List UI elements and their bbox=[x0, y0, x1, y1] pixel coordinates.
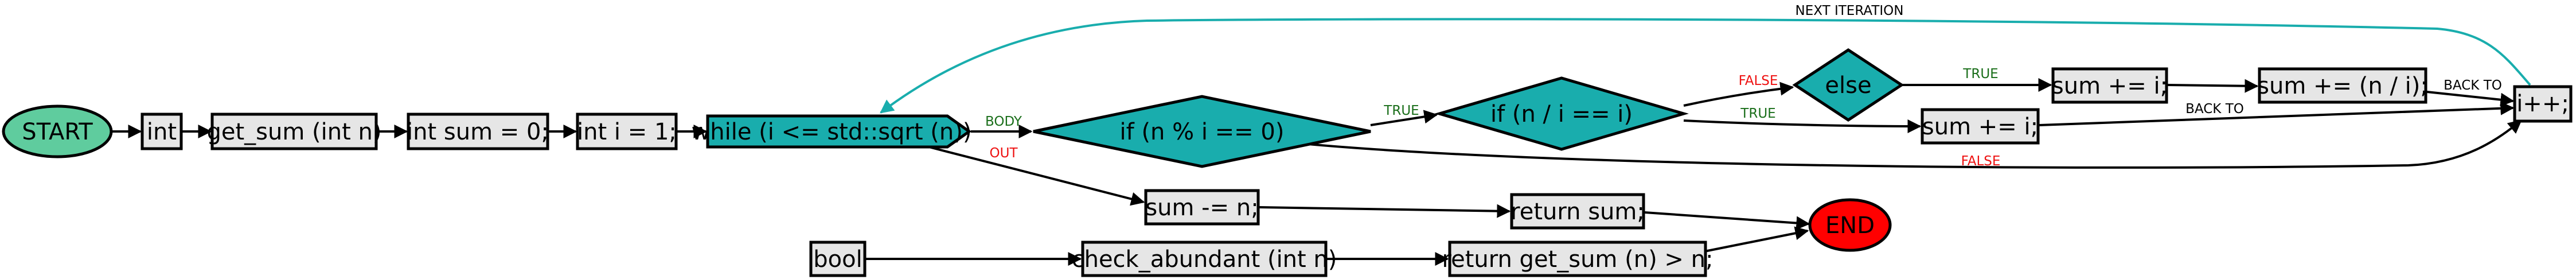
edge-ifmod-to-increment-false bbox=[1301, 119, 2522, 169]
if-div-label: if (n / i == i) bbox=[1490, 101, 1633, 127]
get-sum-label: get_sum (int n) bbox=[207, 119, 382, 145]
return-sum-label: return sum; bbox=[1511, 199, 1645, 225]
increment-label: i++; bbox=[2516, 91, 2569, 117]
if-mod-diamond bbox=[1033, 95, 1371, 168]
sum-add-div-node: sum += (n / i); bbox=[2257, 67, 2428, 104]
sum-add-i-mid-node: sum += i; bbox=[1921, 108, 2040, 145]
nodes: START int get_sum (int n) int sum = 0; i… bbox=[2, 48, 2573, 277]
edge-sumsubn-to-returnsum bbox=[1259, 204, 1511, 218]
label-false-div: FALSE bbox=[1739, 73, 1778, 88]
int-type-label: int bbox=[147, 119, 177, 145]
label-back-to-mid: BACK TO bbox=[2185, 102, 2244, 117]
if-div-node: if (n / i == i) bbox=[1434, 76, 1689, 151]
edge-ifdiv-to-sumaddi-mid bbox=[1683, 119, 1922, 133]
else-node: else bbox=[1792, 48, 1904, 122]
sum-add-div-box bbox=[2258, 67, 2427, 104]
while-loop-shape bbox=[706, 114, 972, 149]
i-init-box bbox=[576, 113, 678, 150]
int-type-box bbox=[140, 113, 183, 150]
return-cmp-label: return get_sum (n) > n; bbox=[1442, 246, 1714, 273]
check-abundant-box bbox=[1081, 241, 1328, 277]
edge-while-to-sumsubn bbox=[924, 145, 1145, 206]
end-label: END bbox=[1825, 212, 1875, 239]
label-true-mod: TRUE bbox=[1383, 103, 1419, 118]
start-node: START bbox=[2, 104, 113, 158]
get-sum-box bbox=[210, 113, 378, 150]
sum-add-i-mid-box bbox=[1921, 108, 2040, 145]
i-init-node: int i = 1; bbox=[576, 113, 678, 150]
end-ellipse bbox=[1808, 198, 1892, 252]
sum-add-i-mid-label: sum += i; bbox=[1922, 114, 2038, 140]
increment-node: i++; bbox=[2513, 85, 2573, 123]
if-mod-node: if (n % i == 0) bbox=[1033, 95, 1371, 168]
edge-returncmp-to-end bbox=[1704, 226, 1809, 253]
edge-sumaddi-mid-to-increment bbox=[2039, 101, 2515, 126]
get-sum-node: get_sum (int n) bbox=[207, 113, 382, 150]
edges bbox=[112, 18, 2531, 266]
start-label: START bbox=[22, 119, 93, 145]
label-out: OUT bbox=[990, 146, 1018, 161]
check-abundant-node: check_abundant (int n) bbox=[1072, 241, 1337, 277]
return-cmp-node: return get_sum (n) > n; bbox=[1442, 241, 1714, 277]
sum-sub-n-label: sum -= n; bbox=[1145, 195, 1258, 221]
start-ellipse bbox=[2, 104, 113, 158]
sum-add-i-top-box bbox=[2051, 67, 2168, 104]
sum-add-i-top-label: sum += i; bbox=[2052, 73, 2168, 99]
check-abundant-label: check_abundant (int n) bbox=[1072, 246, 1337, 273]
sum-sub-n-box bbox=[1144, 189, 1260, 226]
sum-init-node: int sum = 0; bbox=[407, 113, 549, 150]
increment-box bbox=[2513, 85, 2573, 123]
while-loop-label: while (i <= std::sqrt (n)) bbox=[692, 119, 972, 145]
bool-type-label: bool bbox=[813, 246, 862, 273]
edge-sumadddiv-to-increment bbox=[2426, 91, 2515, 107]
label-body: BODY bbox=[985, 114, 1022, 129]
end-node: END bbox=[1808, 198, 1892, 252]
edge-ifdiv-to-else bbox=[1683, 82, 1794, 107]
edge-returnsum-to-end bbox=[1644, 211, 1810, 230]
label-true-else: TRUE bbox=[1962, 67, 1998, 82]
sum-add-div-label: sum += (n / i); bbox=[2257, 73, 2428, 99]
edge-increment-to-while bbox=[880, 18, 2531, 114]
else-diamond bbox=[1792, 48, 1904, 122]
bool-type-box bbox=[809, 241, 867, 277]
return-sum-node: return sum; bbox=[1510, 193, 1645, 230]
while-loop-node: while (i <= std::sqrt (n)) bbox=[692, 114, 972, 149]
sum-add-i-top-node: sum += i; bbox=[2051, 67, 2168, 104]
edge-sumaddi-top-to-sumadddiv bbox=[2167, 79, 2259, 93]
label-back-to-top: BACK TO bbox=[2444, 78, 2502, 93]
int-type-node: int bbox=[140, 113, 183, 150]
if-mod-label: if (n % i == 0) bbox=[1120, 119, 1285, 145]
sum-sub-n-node: sum -= n; bbox=[1144, 189, 1260, 226]
i-init-label: int i = 1; bbox=[577, 119, 677, 145]
if-div-diamond bbox=[1434, 76, 1689, 151]
return-cmp-box bbox=[1448, 241, 1707, 277]
edge-labels: NEXT ITERATION BODY OUT TRUE FALSE TRUE … bbox=[985, 3, 2502, 169]
label-true-div: TRUE bbox=[1740, 106, 1775, 121]
sum-init-label: int sum = 0; bbox=[407, 119, 549, 145]
else-label: else bbox=[1825, 72, 1871, 99]
return-sum-box bbox=[1510, 193, 1645, 230]
label-next-iteration: NEXT ITERATION bbox=[1796, 3, 1904, 18]
sum-init-box bbox=[407, 113, 549, 150]
label-false-mod: FALSE bbox=[1961, 154, 2001, 169]
edge-ifmod-to-ifdiv bbox=[1370, 110, 1438, 126]
bool-type-node: bool bbox=[809, 241, 867, 277]
